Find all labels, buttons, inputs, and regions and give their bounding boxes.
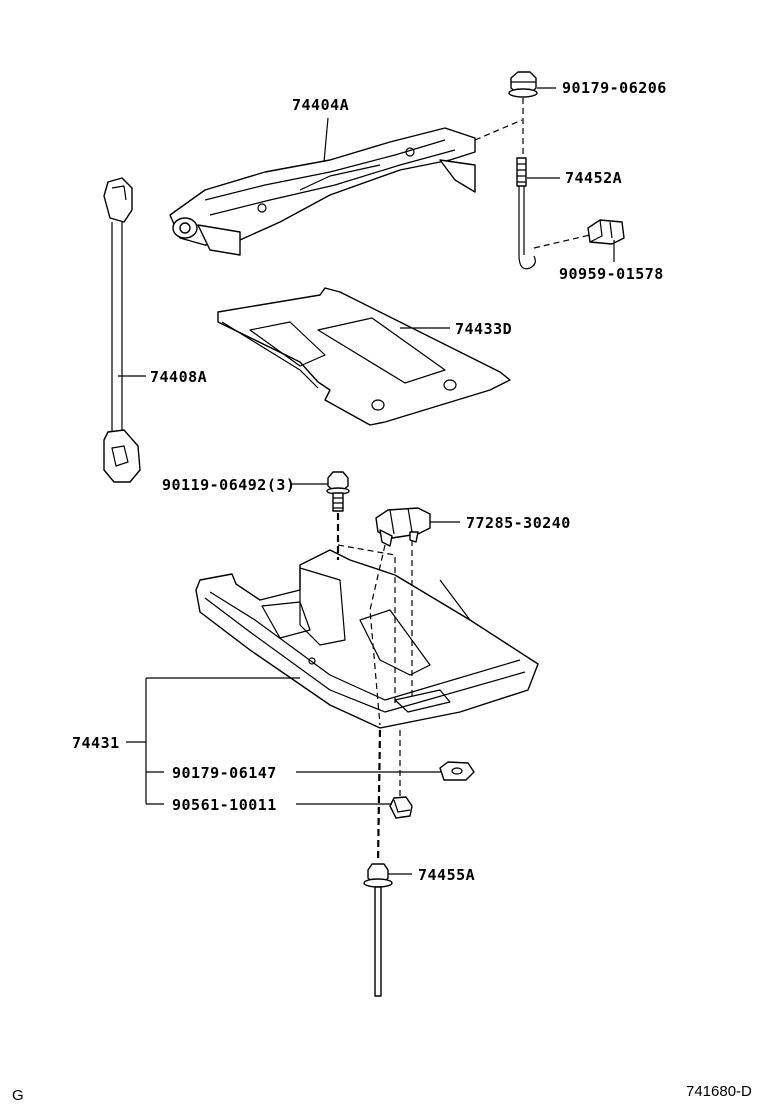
nut-90179-06147: [439, 761, 475, 781]
hold-rod-74408A: [103, 177, 141, 483]
label-74455A: 74455A: [418, 866, 476, 884]
label-90179-06147: 90179-06147: [172, 764, 277, 782]
nut-90179-06206: [508, 71, 538, 98]
tray-insulator-74433D: [217, 287, 511, 426]
label-90119-06492: 90119-06492(3): [162, 476, 296, 494]
label-90179-06206: 90179-06206: [562, 79, 667, 97]
label-74404A: 74404A: [292, 96, 350, 114]
battery-tray-74431: [195, 549, 539, 729]
footer-right-code: 741680-D: [686, 1083, 752, 1100]
label-90561-10011: 90561-10011: [172, 796, 277, 814]
label-74408A: 74408A: [150, 368, 208, 386]
footer-left-code: G: [12, 1087, 24, 1104]
sensor-77285-30240: [375, 507, 431, 547]
label-74433D: 74433D: [455, 320, 513, 338]
grommet-90561-10011: [389, 796, 413, 819]
label-74431: 74431: [72, 734, 120, 752]
bolt-90119-06492: [326, 471, 350, 512]
label-77285-30240: 77285-30240: [466, 514, 571, 532]
label-90959-01578: 90959-01578: [559, 265, 664, 283]
leader-lines: [118, 87, 615, 875]
battery-clamp-74404A: [169, 127, 476, 256]
bolt-74455A: [363, 863, 393, 997]
clip-90959-01578: [587, 219, 625, 245]
hook-bolt-74452A: [516, 157, 536, 270]
assembly-lines: [336, 98, 591, 863]
label-74452A: 74452A: [565, 169, 623, 187]
